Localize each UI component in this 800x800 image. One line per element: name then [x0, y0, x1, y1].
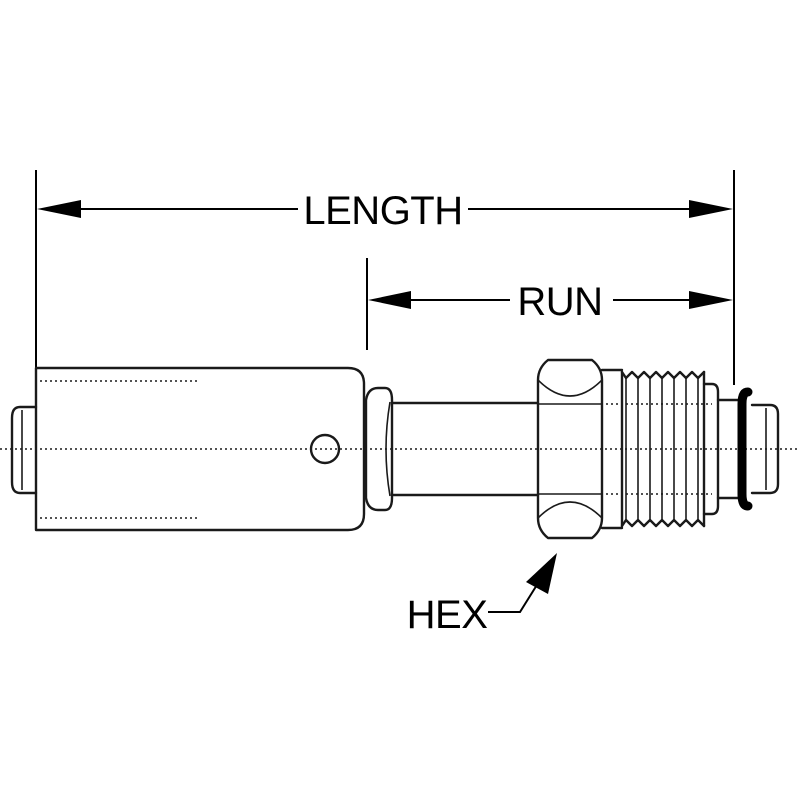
run-arrow-left [368, 291, 411, 309]
stem-fillet [385, 401, 391, 497]
length-label: LENGTH [303, 189, 462, 233]
hex-label: HEX [407, 593, 488, 637]
hex-nut-chamfer-top [537, 379, 603, 397]
run-label: RUN [517, 280, 602, 324]
threaded-section [600, 368, 712, 530]
hex-callout: HEX [407, 553, 557, 637]
hex-nut [536, 358, 604, 540]
ferrule-hole [309, 433, 341, 465]
groove-shoulder [702, 382, 720, 516]
hex-nut-chamfer-bottom [537, 501, 603, 519]
hex-arrow [526, 553, 557, 594]
run-dimension: RUN [366, 258, 733, 350]
pilot-nose [750, 403, 780, 495]
length-arrow-left [37, 200, 81, 218]
fitting-drawing [0, 358, 800, 540]
thread-crest-bottom [620, 518, 706, 528]
ferrule-body [34, 366, 366, 532]
length-dimension: LENGTH [35, 170, 735, 385]
thread-crest-top [620, 370, 706, 380]
run-arrow-right [689, 291, 733, 309]
hex-leader-line [488, 579, 541, 613]
left-stub [10, 405, 38, 495]
o-ring [737, 387, 753, 511]
length-arrow-right [689, 200, 733, 218]
collar-ring [364, 386, 394, 512]
